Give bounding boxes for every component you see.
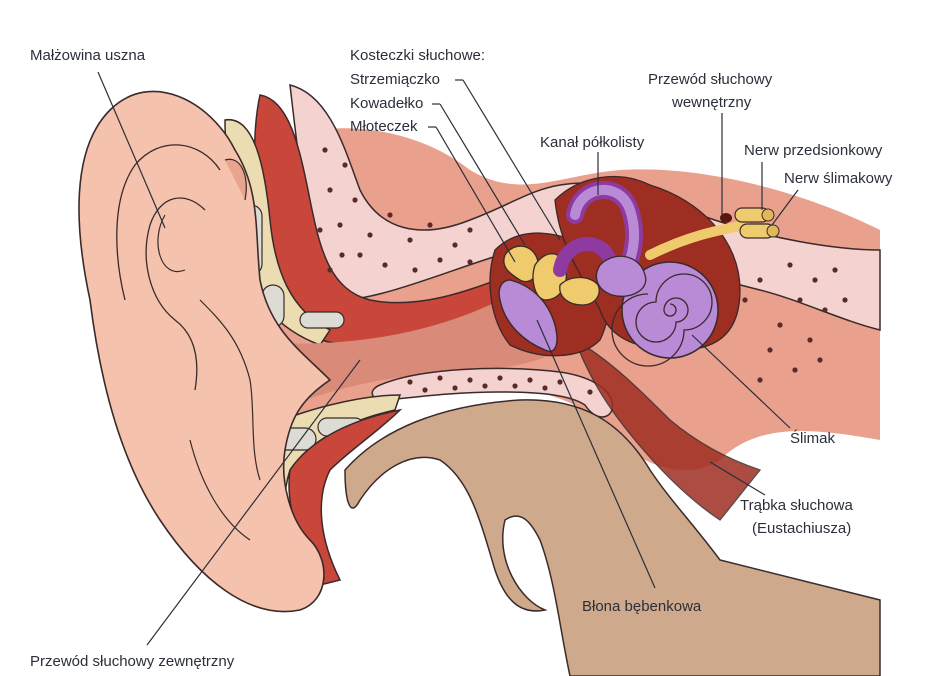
- bone-dot: [787, 262, 793, 268]
- stapes-bone: [559, 276, 600, 306]
- bone-dot: [832, 267, 838, 273]
- leader-incus: [439, 103, 526, 246]
- label-eustachian-line2: (Eustachiusza): [752, 520, 851, 537]
- tan-bone-lower: [344, 399, 881, 676]
- bone-dot: [757, 377, 763, 383]
- eustachian-tube: [573, 338, 762, 521]
- label-auricle: Małżowina uszna: [30, 47, 146, 64]
- bone-dot: [817, 357, 823, 363]
- leader-auricle: [97, 71, 166, 229]
- leader-cochlear-nerve: [771, 189, 799, 226]
- internal-canal-opening: [720, 213, 732, 223]
- bone-dot: [452, 242, 458, 248]
- bone-dot: [467, 259, 473, 265]
- label-cochlear-nerve: Nerw ślimakowy: [784, 170, 893, 187]
- auditory-nerve-bundle: [645, 220, 750, 260]
- label-semicircular-canal: Kanał półkolisty: [540, 134, 645, 151]
- bone-dot: [367, 232, 373, 238]
- nerve-end-cap: [761, 208, 775, 222]
- bone-dot: [412, 267, 418, 273]
- bone-dot: [812, 277, 818, 283]
- leader-malleus: [435, 126, 516, 263]
- bone-dot: [467, 377, 473, 383]
- bone-dot: [422, 387, 428, 393]
- label-internal-canal-line2: wewnętrzny: [671, 94, 752, 111]
- bone-dot: [387, 212, 393, 218]
- leader-external-canal: [146, 359, 361, 646]
- bone-dot: [382, 262, 388, 268]
- bone-dot: [317, 227, 323, 233]
- bone-dot: [497, 375, 503, 381]
- auricle-tragus: [224, 158, 247, 201]
- label-eardrum: Błona bębenkowa: [582, 598, 702, 615]
- bone-dot: [327, 187, 333, 193]
- bone-dot: [557, 379, 563, 385]
- label-external-canal: Przewód słuchowy zewnętrzny: [30, 653, 235, 670]
- bone-dot: [452, 385, 458, 391]
- bone-dot: [339, 252, 345, 258]
- label-malleus: Młoteczek: [350, 118, 418, 135]
- bone-dot: [587, 389, 593, 395]
- bone-dot: [807, 337, 813, 343]
- bone-dot: [337, 222, 343, 228]
- bone-dot: [792, 367, 798, 373]
- leader-cochlea: [691, 334, 791, 429]
- label-ossicles-header: Kosteczki słuchowe:: [350, 47, 485, 64]
- leader-eardrum: [536, 319, 656, 589]
- bone-dot: [512, 383, 518, 389]
- vestibule: [595, 255, 647, 297]
- label-stapes: Strzemiączko: [350, 71, 440, 88]
- semicircular-canal-loop: [553, 237, 617, 277]
- label-incus: Kowadełko: [350, 95, 423, 112]
- bone-dot: [407, 379, 413, 385]
- nerve-end-cap: [766, 224, 780, 238]
- label-vestibular-nerve: Nerw przedsionkowy: [744, 142, 883, 159]
- cochlea-spiral: [611, 273, 713, 367]
- bone-dot: [437, 375, 443, 381]
- bone-dot: [407, 237, 413, 243]
- bone-dot: [797, 297, 803, 303]
- auricle-concha: [199, 299, 261, 481]
- auricle-antihelix: [145, 197, 206, 391]
- bone-dot: [342, 162, 348, 168]
- label-internal-canal-line1: Przewód słuchowy: [648, 71, 773, 88]
- leader-stapes: [462, 79, 561, 241]
- bone-dot: [327, 267, 333, 273]
- bone-dot: [482, 383, 488, 389]
- bone-dot: [357, 252, 363, 258]
- leader-eustachian: [709, 461, 766, 496]
- bone-dot: [437, 257, 443, 263]
- bone-texture-dots: [317, 147, 848, 395]
- external-ear-canal: [240, 296, 575, 420]
- label-cochlea: Ślimak: [790, 429, 836, 447]
- bone-dot: [767, 347, 773, 353]
- bone-dot: [822, 307, 828, 313]
- auricle-helix-fold: [116, 144, 221, 301]
- bone-dot: [542, 385, 548, 391]
- bone-dot: [777, 322, 783, 328]
- bone-dot: [842, 297, 848, 303]
- bone-dot: [757, 277, 763, 283]
- bone-dot: [427, 222, 433, 228]
- auricle-outer: [78, 90, 332, 613]
- label-eustachian-line1: Trąbka słuchowa: [740, 497, 853, 514]
- bone-dot: [527, 377, 533, 383]
- auricle-fossa-line: [157, 214, 186, 273]
- bone-dot: [322, 147, 328, 153]
- bone-dot: [742, 297, 748, 303]
- bone-dot: [467, 227, 473, 233]
- bone-dot: [352, 197, 358, 203]
- auricle-lobe-line: [189, 439, 251, 541]
- cartilage-piece: [299, 311, 345, 329]
